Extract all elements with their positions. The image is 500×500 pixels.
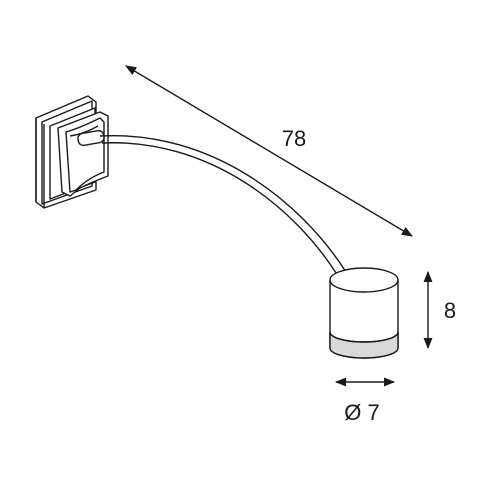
mounting-block [57,111,109,197]
length-label: 78 [282,126,306,151]
length-arrow [125,65,413,237]
diameter-label: Ø 7 [344,400,379,425]
length-dimension: 78 [125,65,413,237]
lamp-head [329,267,399,359]
height-dimension: 8 [423,270,456,350]
diameter-dimension: Ø 7 [334,377,396,425]
curved-arm [99,134,347,277]
height-label: 8 [444,298,456,323]
